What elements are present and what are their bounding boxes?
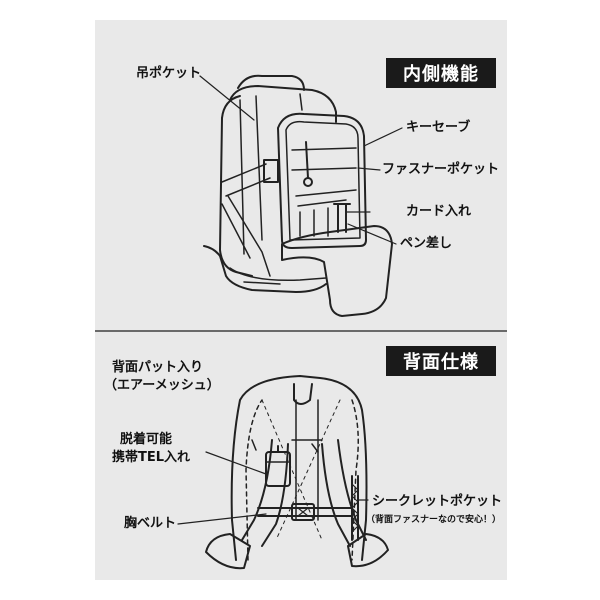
leader-lines [177, 75, 403, 525]
zipper-pocket-label: ファスナーポケット [382, 162, 500, 177]
card-slot-label: カード入れ [406, 204, 472, 219]
secret-pocket-label: シークレットポケット [372, 494, 503, 509]
phone-holder-label-line2: 携帯TEL入れ [112, 450, 191, 465]
pen-holder-label: ペン差し [400, 236, 453, 251]
secret-pocket-note: （背面ファスナーなので安心！） [366, 515, 502, 525]
back-pad-label-line1: 背面パット入り [112, 360, 204, 375]
back-pad-label-line2: （エアーメッシュ） [104, 378, 220, 393]
section-divider [95, 330, 507, 332]
phone-holder-label-line1: 脱着可能 [120, 432, 173, 447]
open-backpack-drawing [203, 74, 393, 317]
hanging-pocket-label: 吊ポケット [136, 66, 202, 81]
interior-features-badge: 内側機能 [386, 58, 496, 88]
back-view-drawing [205, 375, 389, 570]
back-features-badge: 背面仕様 [386, 346, 496, 376]
key-keeper-label: キーセーブ [406, 120, 471, 135]
chest-belt-label: 胸ベルト [124, 516, 177, 531]
